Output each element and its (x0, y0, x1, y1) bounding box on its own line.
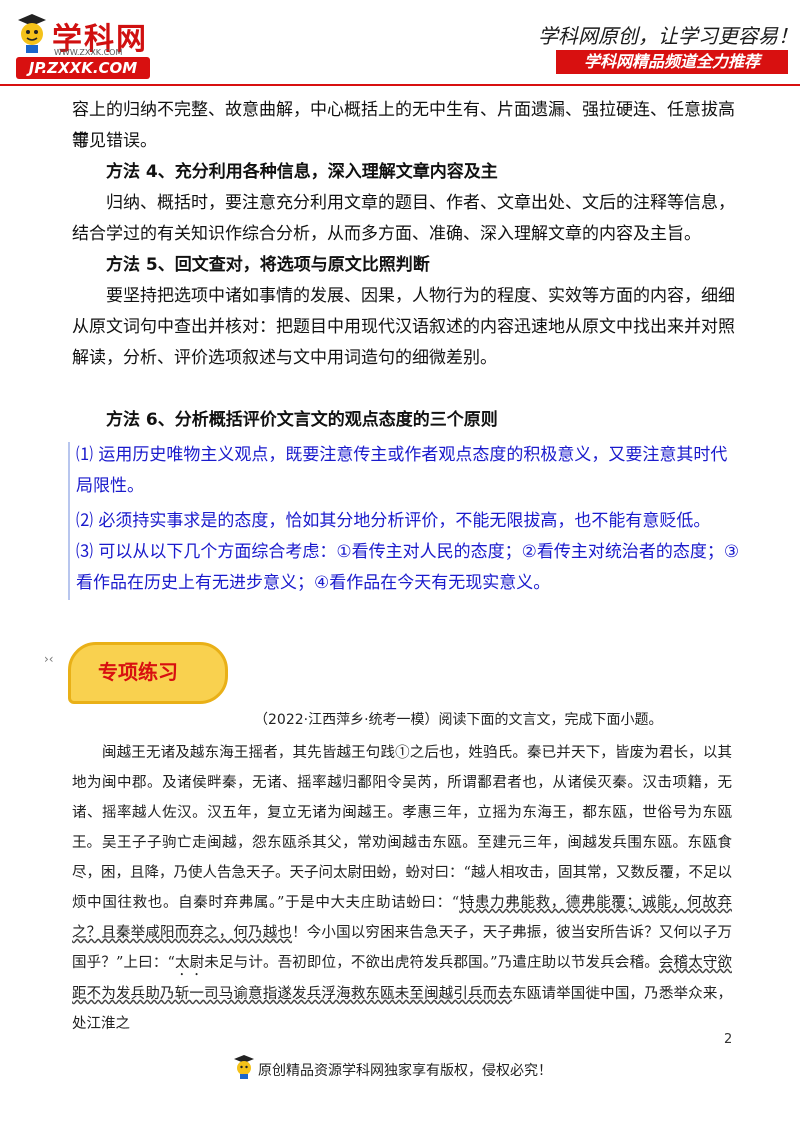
method5-heading: 方法 5、回文查对，将选项与原文比照判断 (106, 255, 430, 275)
header-divider (0, 84, 800, 86)
method4-heading: 方法 4、充分利用各种信息，深入理解文章内容及主 (106, 162, 498, 182)
method5-body: 要坚持把选项中诸如事情的发展、因果，人物行为的程度、实效等方面的内容，细细从原文… (72, 286, 735, 368)
header-slogan: 学科网原创，让学习更容易！ (538, 24, 798, 48)
logo-subtitle: WWW.ZXXK.COM (54, 48, 123, 57)
para2-underlined-2: 会稽太守欲距不为发兵助乃斩一司马谕意指遂发兵浮海救东瓯未至闽越引兵而去 (72, 955, 732, 1002)
para2-underlined-1: 特患力弗能救，德弗能覆；诚能，何故弃之？且秦举咸阳而弃之，何乃越也 (72, 895, 733, 941)
principles-bar (68, 442, 70, 600)
logo-url-badge[interactable]: JP.ZXXK.COM (16, 57, 150, 79)
footer-mascot-icon (232, 1054, 256, 1080)
page-number: 2 (724, 1032, 733, 1047)
footer-copyright: 原创精品资源学科网独家享有版权，侵权必究！ (258, 1063, 552, 1079)
intro-line-1: 容上的归纳不完整、故意曲解，中心概括上的无中生有、片面遗漏、强拉硬连、任意拔高等 (72, 100, 735, 151)
section-badge (68, 642, 228, 704)
exercise-para-2: 吴王子子驹亡走闽越，怨东瓯杀其父，常劝闽越击东瓯。至建元三年，闽越发兵围东瓯。东… (72, 828, 732, 1039)
exercise-source: （2022·江西萍乡·统考一模）阅读下面的文言文，完成下面小题。 (254, 712, 663, 728)
para2-part-d: 东瓯请举国徙中国，乃悉举众来，处江淮之 (72, 986, 733, 1032)
intro-line-2: 常见错误。 (72, 131, 157, 151)
para2-part-a: 吴王子子驹亡走闽越，怨东瓯杀其父，常劝闽越击东瓯。至建元三年，闽越发兵围东瓯。东… (72, 835, 732, 911)
logo-text: 学科网 (52, 22, 148, 57)
method6-heading: 方法 6、分析概括评价文言文的观点态度的三个原则 (106, 410, 498, 430)
header-banner: 学科网精品频道全力推荐 (556, 50, 788, 74)
principle-3: ⑶ 可以从以下几个方面综合考虑：①看传主对人民的态度；②看传主对统治者的态度；③… (76, 542, 740, 593)
para2-part-b: ！今小国以穷困来告急天子，天子弗振，彼当安所告诉？又何以子万国乎？”上曰：“ (72, 925, 733, 971)
principle-2: ⑵ 必须持实事求是的态度，恰如其分地分析评价，不能无限拔高，也不能有意贬低。 (76, 511, 711, 531)
para2-part-c: 未足与计。吾初即位，不欲出虎符发兵郡国。”乃遣庄助以节发兵会稽。 (204, 955, 659, 971)
para2-dotted-term: 太尉 (174, 955, 205, 971)
method4-body: 归纳、概括时，要注意充分利用文章的题目、作者、文章出处、文后的注释等信息，结合学… (72, 193, 735, 244)
exercise-para-1: 闽越王无诸及越东海王摇者，其先皆越王句践①之后也，姓驺氏。秦已并天下，皆废为君长… (72, 745, 732, 851)
section-badge-label: 专项练习 (98, 660, 178, 684)
badge-hook-icon: ›‹ (44, 652, 54, 666)
logo-mascot-icon (14, 12, 50, 54)
principle-1: ⑴ 运用历史唯物主义观点，既要注意传主或作者观点态度的积极意义，又要注意其时代局… (76, 445, 728, 496)
